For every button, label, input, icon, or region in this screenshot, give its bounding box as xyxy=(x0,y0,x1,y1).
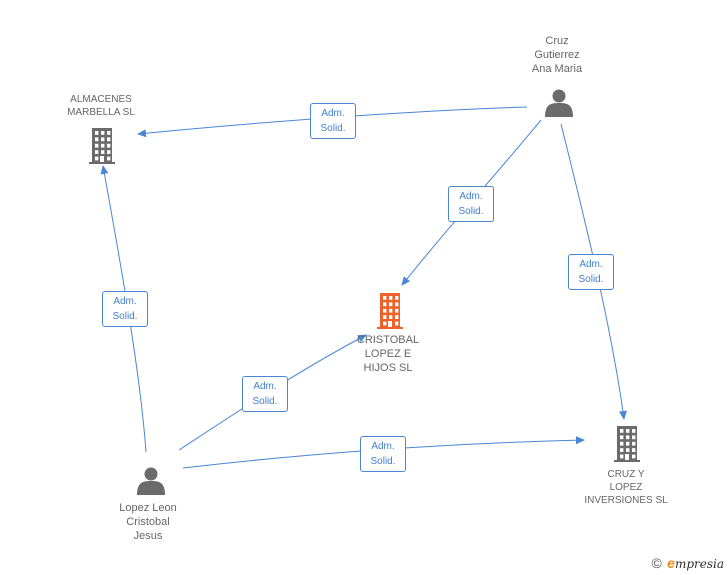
edge-label-line: Solid. xyxy=(112,311,138,322)
edge-label-line: Adm. xyxy=(113,296,137,307)
brand-logo-mark: e xyxy=(667,555,675,571)
edge-label-line: Solid. xyxy=(458,206,484,217)
node-label-cruz-ana[interactable]: Cruz Gutierrez Ana Maria xyxy=(510,34,604,76)
label-line: CRUZ Y xyxy=(607,469,645,480)
edge-label-line: Solid. xyxy=(370,456,396,467)
label-line: CRISTOBAL xyxy=(356,334,420,346)
brand-name: mpresia xyxy=(674,557,724,571)
node-label-lopez-leon[interactable]: Lopez Leon Cristobal Jesus xyxy=(100,501,196,543)
building-icon xyxy=(614,426,640,462)
edge-label-line: Adm. xyxy=(321,108,345,119)
edge-label-line: Adm. xyxy=(459,191,483,202)
edge-label-lopez-cruzlopez[interactable]: Adm. Solid. xyxy=(360,436,406,472)
label-line: Cruz xyxy=(545,35,569,47)
node-label-almacenes[interactable]: ALMACENES MARBELLA SL xyxy=(55,93,147,119)
label-line: Cristobal xyxy=(126,516,170,528)
label-line: Lopez Leon xyxy=(119,502,177,514)
edge-label-lopez-cristobal[interactable]: Adm. Solid. xyxy=(242,376,288,412)
label-line: MARBELLA SL xyxy=(67,107,135,118)
brand-footer[interactable]: © empresia xyxy=(651,555,724,571)
edge-label-lopez-almacenes[interactable]: Adm. Solid. xyxy=(102,291,148,327)
node-label-cristobal[interactable]: CRISTOBAL LOPEZ E HIJOS SL xyxy=(340,333,436,375)
person-icon xyxy=(545,89,573,117)
edge-label-line: Adm. xyxy=(371,441,395,452)
building-icon-highlighted xyxy=(377,293,403,329)
label-line: LOPEZ xyxy=(609,482,643,493)
edge-label-cruz-cristobal[interactable]: Adm. Solid. xyxy=(448,186,494,222)
edge-label-line: Adm. xyxy=(253,381,277,392)
edge-label-line: Solid. xyxy=(252,396,278,407)
node-label-cruz-lopez[interactable]: CRUZ Y LOPEZ INVERSIONES SL xyxy=(576,468,676,507)
label-line: ALMACENES xyxy=(70,94,132,105)
edge-label-cruz-cruzlopez[interactable]: Adm. Solid. xyxy=(568,254,614,290)
building-icon xyxy=(89,128,115,164)
label-line: Gutierrez xyxy=(534,49,580,61)
label-line: LOPEZ E xyxy=(364,348,412,360)
edge-label-line: Solid. xyxy=(320,123,346,134)
edge-label-line: Solid. xyxy=(578,274,604,285)
label-line: Jesus xyxy=(133,530,163,542)
person-icon xyxy=(137,467,165,495)
label-line: INVERSIONES SL xyxy=(584,495,668,506)
edge-label-line: Adm. xyxy=(579,259,603,270)
edge-label-cruz-almacenes[interactable]: Adm. Solid. xyxy=(310,103,356,139)
copyright-icon: © xyxy=(651,555,662,571)
label-line: HIJOS SL xyxy=(363,362,413,374)
label-line: Ana Maria xyxy=(531,63,583,75)
